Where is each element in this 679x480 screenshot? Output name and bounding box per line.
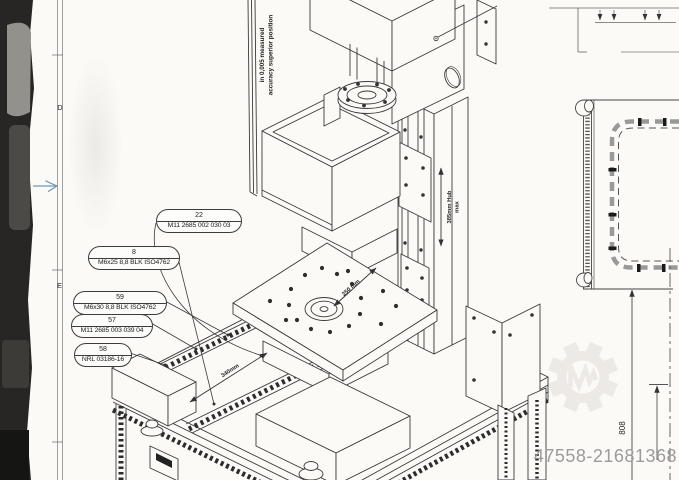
seal-clips	[608, 118, 667, 272]
watermark-id-number: 47558-21681368	[533, 446, 677, 466]
press-head	[309, 0, 456, 72]
watermark-gear-logo	[547, 341, 619, 413]
callout-balloon-59: 59 M6x30 8,8 BLK ISO4762	[73, 291, 167, 315]
dimension-808-label: 808	[618, 421, 627, 435]
callout-id: 58	[75, 344, 131, 356]
column-edge-strip	[476, 0, 497, 65]
head-bracket	[261, 86, 401, 232]
callout-leaders	[129, 5, 498, 406]
top-construction-lines	[549, 7, 679, 53]
hinge-strip	[575, 99, 595, 290]
table-center-bore	[304, 297, 344, 321]
pan-arrow-icon	[33, 180, 58, 193]
callout-balloon-57: 57 M11 2685 003 039 04	[71, 314, 153, 338]
zone-label-d: D	[57, 103, 63, 112]
gusset-plates	[465, 303, 541, 414]
door-panel-view	[575, 99, 679, 480]
corner-bracket-front	[255, 376, 411, 480]
door-seal-gasket	[608, 118, 679, 272]
callout-balloon-8: 8 M6x25 8,8 BLK ISO4762	[88, 246, 180, 270]
callout-balloon-58: 58 NRL 03186-16	[74, 343, 132, 367]
work-table	[232, 242, 438, 382]
callout-id: 57	[72, 315, 152, 327]
accuracy-note-line1: in 0,005 measured	[259, 28, 266, 83]
drawing-frame	[52, 0, 63, 480]
dimension-385-label-max: max	[455, 200, 461, 212]
accuracy-note-line2: accuracy superior position	[268, 15, 275, 96]
scan-smudge	[68, 55, 123, 235]
machine-column	[397, 95, 469, 355]
frame-legs-right	[497, 387, 547, 480]
callout-code: M6x25 8,8 BLK ISO4762	[97, 259, 171, 266]
callout-id: 59	[74, 292, 166, 304]
callout-code: M6x30 8,8 BLK ISO4762	[83, 304, 157, 311]
callout-id: 22	[157, 210, 241, 222]
frame-legs-left	[115, 404, 179, 480]
scan-edge-band	[0, 0, 34, 480]
zone-label-e: E	[57, 281, 62, 290]
corner-bracket-left	[111, 353, 197, 427]
callout-id: 8	[89, 247, 179, 259]
dimension-385-label: 385mm Hub	[447, 190, 453, 223]
callout-balloon-22: 22 M11 2685 002 030 03	[156, 209, 242, 233]
dimension-250	[333, 267, 377, 307]
callout-code: M11 2685 002 030 03	[167, 222, 231, 229]
callout-code: NRL 03186-16	[81, 356, 125, 363]
machine-drawing	[111, 0, 550, 480]
guide-rods-flange	[337, 44, 397, 114]
dimension-340	[189, 352, 268, 403]
callout-code: M11 2685 003 039 04	[80, 327, 144, 334]
left-cover-edge	[247, 0, 258, 197]
